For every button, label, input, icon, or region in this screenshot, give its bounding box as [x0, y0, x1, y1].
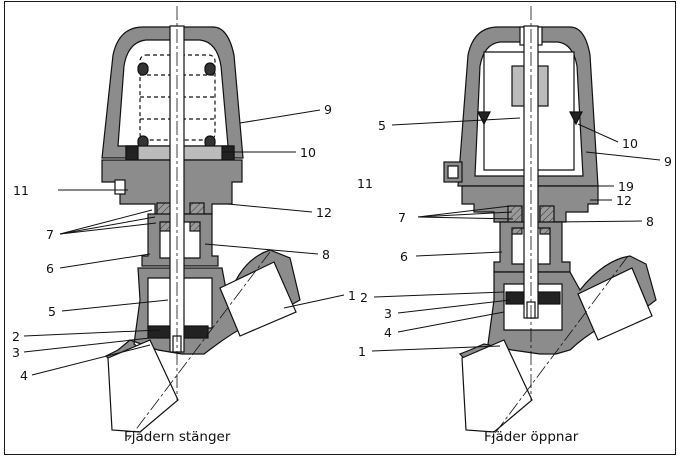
- figure-border: [4, 1, 676, 455]
- left-neck: [141, 213, 219, 267]
- left-label-8: 8: [322, 247, 330, 262]
- right-label-5: 5: [378, 118, 386, 133]
- left-spring-coil-top: [137, 62, 149, 76]
- right-valve: [443, 6, 657, 441]
- left-label-2: 2: [12, 329, 20, 344]
- right-label-19: 19: [618, 179, 634, 194]
- right-leaders: [371, 117, 661, 352]
- left-seal-left: [125, 145, 139, 161]
- right-seal-right: [569, 111, 583, 126]
- left-inlet-pipe: [107, 339, 179, 433]
- right-label-9: 9: [664, 154, 672, 169]
- right-label-6: 6: [400, 249, 408, 264]
- left-label-7: 7: [46, 227, 54, 242]
- left-seal-right: [221, 145, 235, 161]
- right-label-10: 10: [622, 136, 638, 151]
- right-label-7: 7: [398, 210, 406, 225]
- right-callouts: 5 10 9 11 19 12 7 8 6 2 3 4 1: [357, 118, 672, 359]
- right-label-12: 12: [616, 193, 632, 208]
- right-label-1: 1: [358, 344, 366, 359]
- left-label-1: 1: [348, 288, 356, 303]
- left-label-4: 4: [20, 368, 28, 383]
- right-label-3: 3: [384, 306, 392, 321]
- left-label-12: 12: [316, 205, 332, 220]
- right-outlet-pipe: [577, 267, 653, 341]
- right-pipe-axis: [489, 255, 629, 441]
- left-spring-coil-top-r: [204, 62, 216, 76]
- right-label-4: 4: [384, 325, 392, 340]
- right-air-port-inner: [447, 165, 459, 179]
- left-pipe-axis: [127, 251, 271, 441]
- left-label-9: 9: [324, 102, 332, 117]
- left-valve: [101, 6, 301, 441]
- right-seal-left: [477, 111, 491, 126]
- left-label-6: 6: [46, 261, 54, 276]
- left-callouts: 9 10 11 12 7 6 8 5 1 2 3 4: [12, 102, 356, 383]
- left-label-10: 10: [300, 145, 316, 160]
- left-label-3: 3: [12, 345, 20, 360]
- right-label-11: 11: [357, 176, 373, 191]
- right-label-2: 2: [360, 290, 368, 305]
- right-label-8: 8: [646, 214, 654, 229]
- left-label-5: 5: [48, 304, 56, 319]
- left-stem: [169, 25, 185, 353]
- left-port: [114, 179, 126, 195]
- right-inlet-pipe: [461, 339, 533, 433]
- left-leaders: [23, 109, 345, 376]
- right-caption: Fjäder öppnar: [484, 429, 579, 445]
- left-label-11: 11: [13, 183, 29, 198]
- left-caption: Fjädern stänger: [124, 429, 231, 445]
